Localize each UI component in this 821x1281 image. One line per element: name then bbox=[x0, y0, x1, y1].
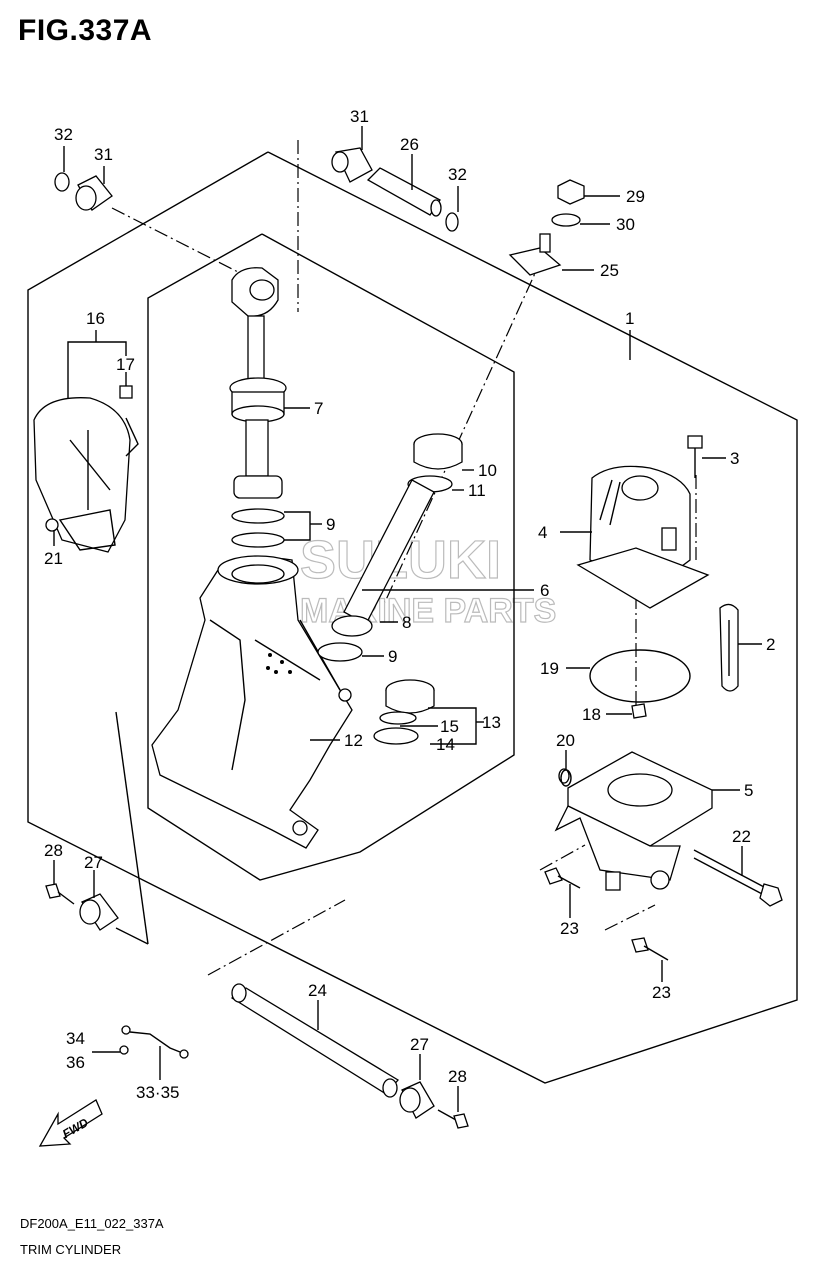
callout-21: 21 bbox=[44, 549, 63, 568]
callout-9a: 9 bbox=[326, 515, 335, 534]
callout-31b: 31 bbox=[350, 107, 369, 126]
bushing-27a bbox=[79, 893, 119, 931]
cover-16 bbox=[33, 385, 133, 553]
bolt-23b bbox=[631, 937, 669, 961]
o-ring-19 bbox=[589, 649, 691, 719]
check-valve-13 bbox=[373, 679, 435, 745]
callout-17: 17 bbox=[116, 355, 135, 374]
piston-rod-7 bbox=[229, 267, 287, 548]
model-code: DF200A_E11_022_337A bbox=[20, 1216, 164, 1231]
callout-12: 12 bbox=[344, 731, 363, 750]
clip-2 bbox=[719, 603, 739, 692]
callout-6: 6 bbox=[540, 581, 549, 600]
bolt-3 bbox=[687, 435, 703, 478]
callout-27a: 27 bbox=[84, 853, 103, 872]
leader-lines bbox=[53, 126, 762, 1112]
nut-washer-valve bbox=[508, 179, 585, 276]
callout-15: 15 bbox=[440, 717, 459, 736]
bushing-31 bbox=[54, 172, 113, 211]
callout-2: 2 bbox=[766, 635, 775, 654]
callout-36: 36 bbox=[66, 1053, 85, 1072]
callout-25: 25 bbox=[600, 261, 619, 280]
ground-wire-33 bbox=[119, 1025, 189, 1059]
callout-34: 34 bbox=[66, 1029, 85, 1048]
callout-28a: 28 bbox=[44, 841, 63, 860]
callout-19: 19 bbox=[540, 659, 559, 678]
figure-title: FIG.337A bbox=[18, 14, 153, 47]
figure-name: TRIM CYLINDER bbox=[20, 1242, 122, 1257]
callout-27b: 27 bbox=[410, 1035, 429, 1054]
callout-28b: 28 bbox=[448, 1067, 467, 1086]
callout-26: 26 bbox=[400, 135, 419, 154]
callout-8: 8 bbox=[402, 613, 411, 632]
callout-31a: 31 bbox=[94, 145, 113, 164]
callout-labels: 32 31 31 26 32 29 30 25 16 17 1 7 3 10 1… bbox=[44, 107, 775, 1102]
callout-32b: 32 bbox=[448, 165, 467, 184]
callout-24: 24 bbox=[308, 981, 327, 1000]
callout-23a: 23 bbox=[560, 919, 579, 938]
assembly-boundary-inner bbox=[147, 233, 515, 881]
callout-1: 1 bbox=[625, 309, 634, 328]
callout-32a: 32 bbox=[54, 125, 73, 144]
pivot-pin-26 bbox=[331, 147, 459, 232]
callout-16: 16 bbox=[86, 309, 105, 328]
callout-14: 14 bbox=[436, 735, 455, 754]
fwd-arrow-icon: FWD bbox=[38, 1099, 103, 1147]
callout-9b: 9 bbox=[388, 647, 397, 666]
callout-5: 5 bbox=[744, 781, 753, 800]
callout-18: 18 bbox=[582, 705, 601, 724]
callout-20: 20 bbox=[556, 731, 575, 750]
callout-33-35: 33·35 bbox=[136, 1083, 179, 1102]
callout-29: 29 bbox=[626, 187, 645, 206]
pump-5 bbox=[554, 751, 713, 891]
trim-motor-4 bbox=[576, 465, 710, 609]
callout-13: 13 bbox=[482, 713, 501, 732]
callout-7: 7 bbox=[314, 399, 323, 418]
callout-3: 3 bbox=[730, 449, 739, 468]
assembly-boundary-outer bbox=[27, 151, 798, 1084]
callout-23b: 23 bbox=[652, 983, 671, 1002]
cylinder-body-12 bbox=[151, 555, 353, 849]
callout-4: 4 bbox=[538, 523, 547, 542]
callout-10: 10 bbox=[478, 461, 497, 480]
bolt-23a bbox=[544, 867, 581, 889]
bolt-28a bbox=[45, 883, 75, 905]
manual-valve-8 bbox=[317, 433, 463, 662]
callout-22: 22 bbox=[732, 827, 751, 846]
callout-30: 30 bbox=[616, 215, 635, 234]
bushing-27b bbox=[399, 1081, 435, 1119]
bolt-22 bbox=[693, 849, 783, 907]
callout-11: 11 bbox=[468, 481, 486, 500]
pin-24 bbox=[230, 983, 399, 1098]
bolt-28b bbox=[437, 1109, 469, 1129]
